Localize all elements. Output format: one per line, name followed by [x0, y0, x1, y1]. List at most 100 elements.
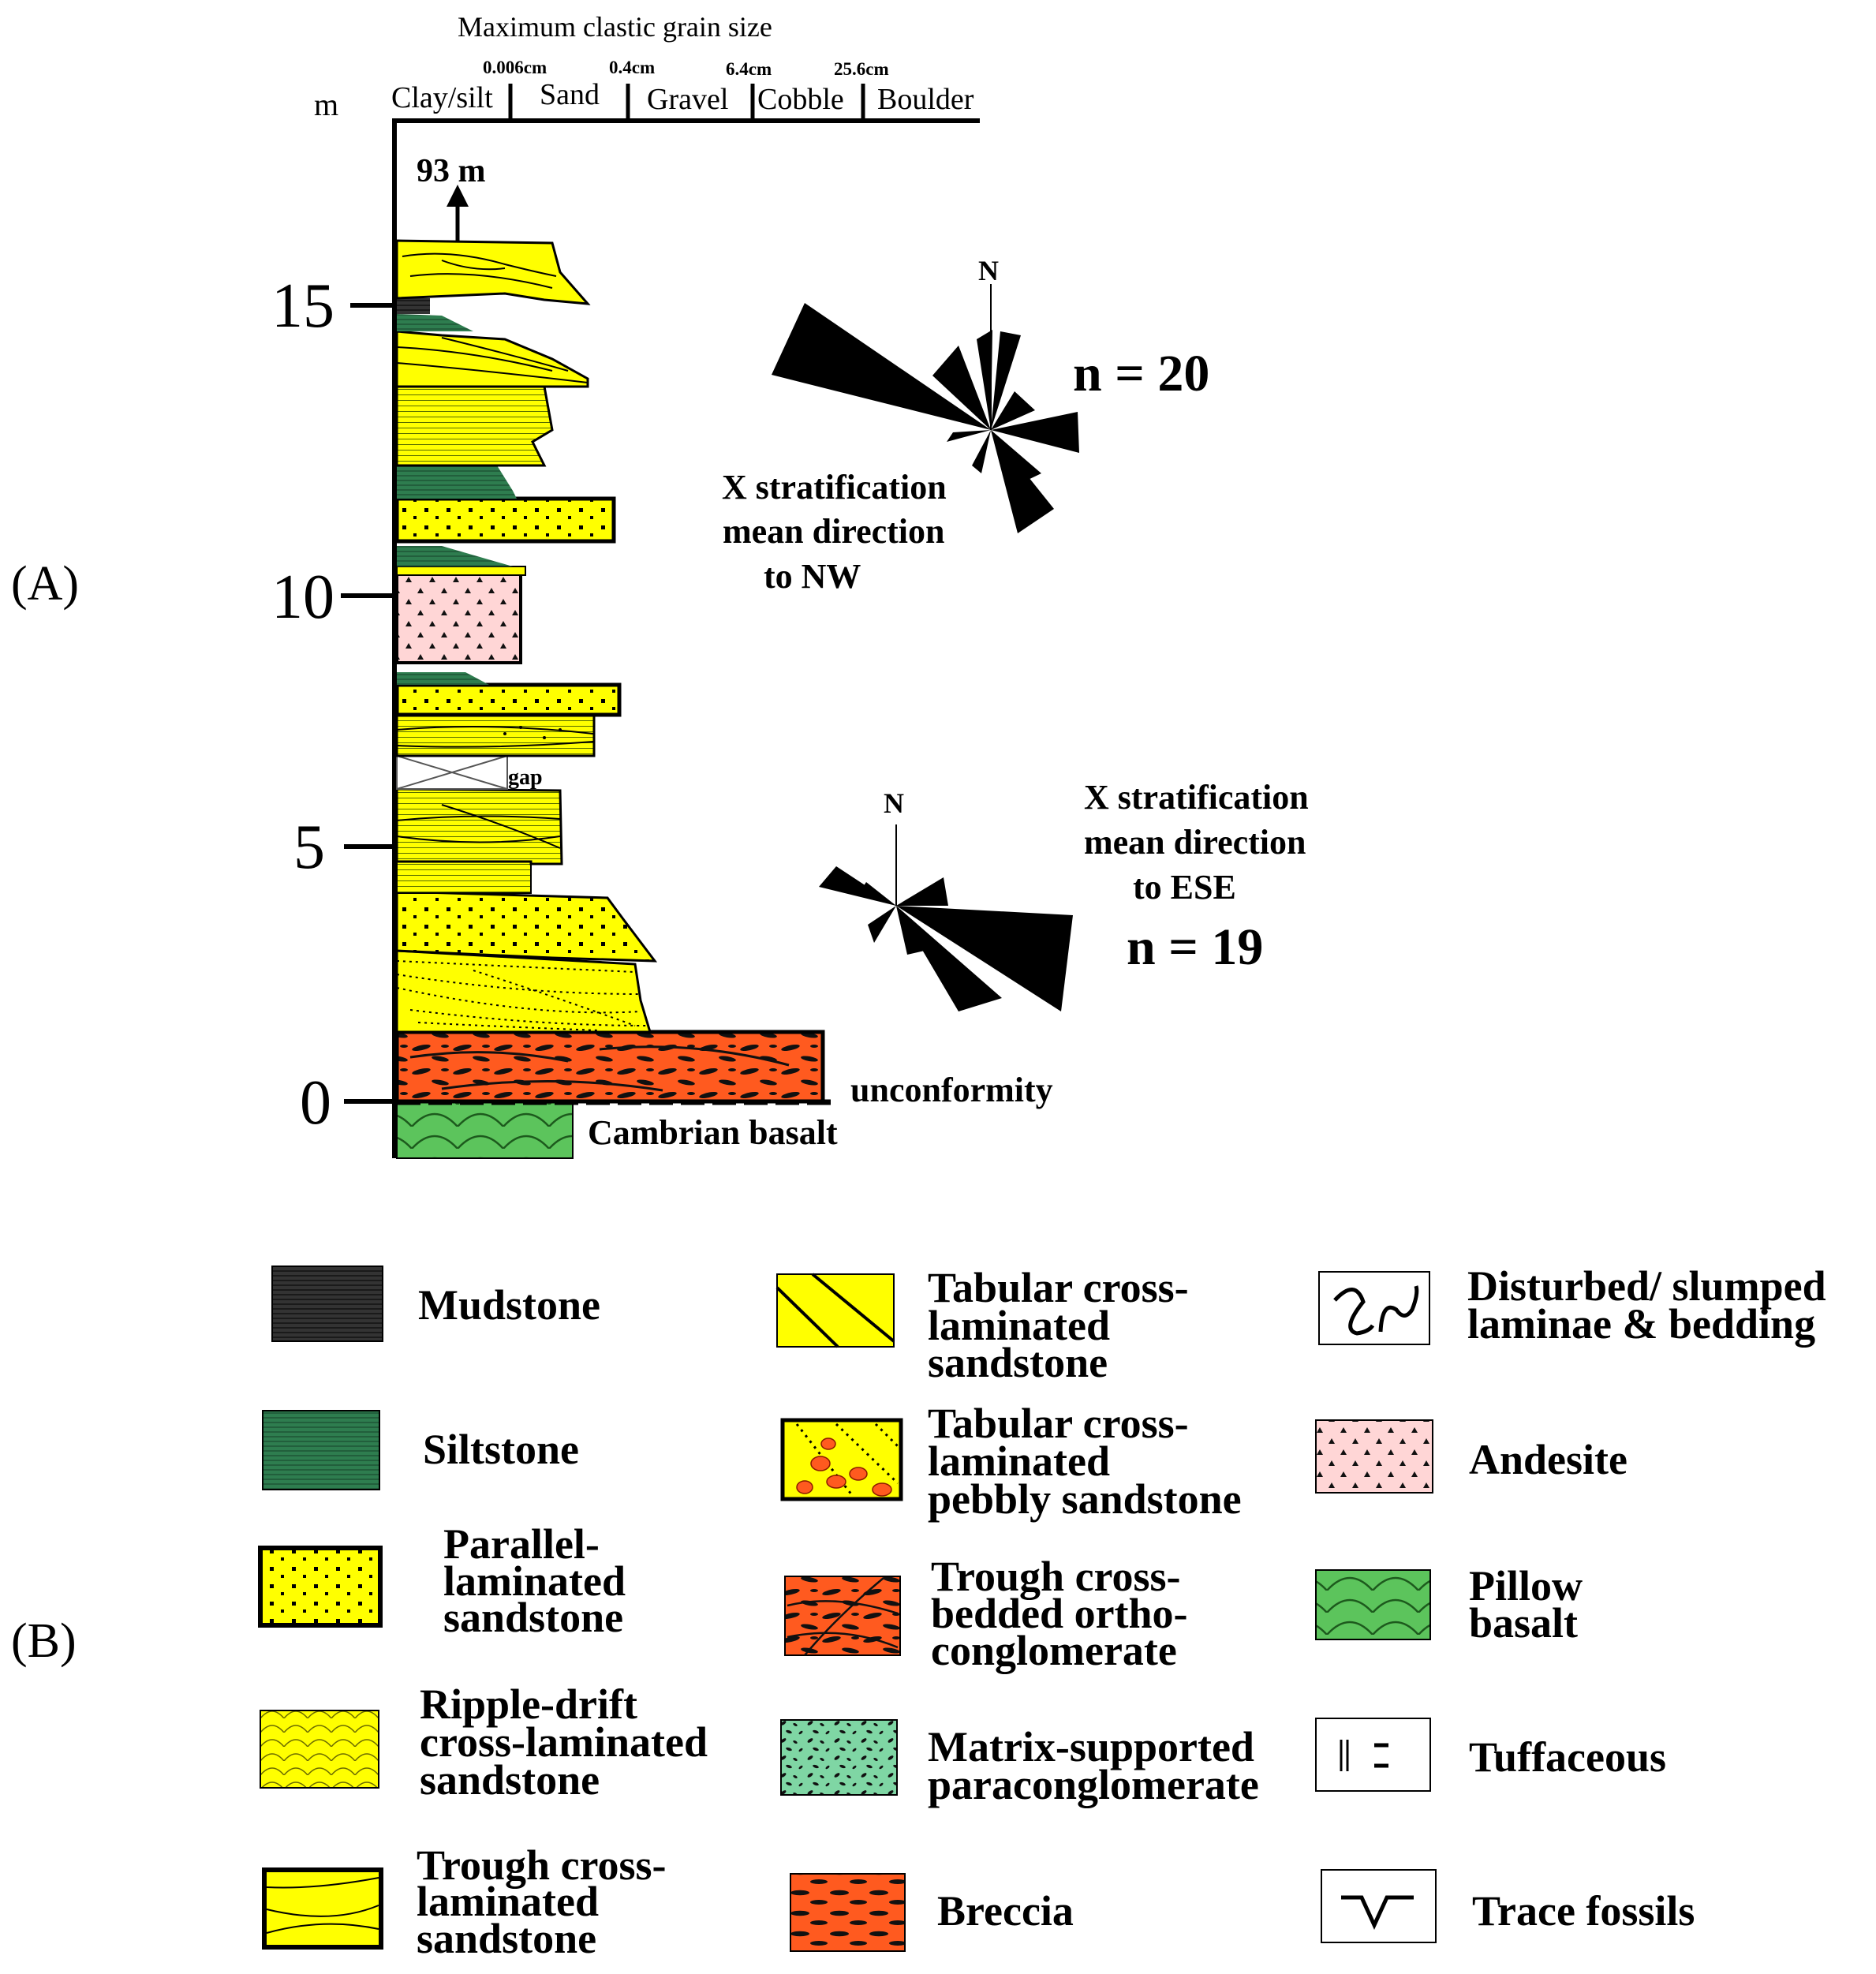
- grain-class-3: Cobble: [757, 83, 844, 116]
- depth-tick-15: 15: [271, 271, 334, 341]
- grain-class-0: Clay/silt: [391, 81, 493, 114]
- rose-lower-caption-3: to ESE: [1133, 868, 1236, 907]
- legend-label-ripple-3: sandstone: [420, 1756, 600, 1804]
- top-marker-label: 93 m: [417, 153, 486, 189]
- legend-item-parallel-sandstone: Parallel- laminated sandstone: [258, 1520, 626, 1641]
- legend-label-trace: Trace fossils: [1472, 1887, 1695, 1935]
- legend-item-trace-fossils: Trace fossils: [1321, 1869, 1695, 1943]
- depth-tick-5: 5: [293, 813, 325, 882]
- unit-label: m: [314, 87, 338, 122]
- legend-label-tabular-2: laminated: [928, 1302, 1110, 1349]
- bed-siltstone-thin-1: [397, 672, 489, 685]
- legend-label-tabular-3: sandstone: [928, 1339, 1108, 1386]
- legend-label-pebbly-3: pebbly sandstone: [928, 1475, 1242, 1523]
- legend-item-tabular-pebbly: Tabular cross- laminated pebbly sandston…: [780, 1400, 1242, 1523]
- rose-upper-caption-2: mean direction: [723, 512, 945, 551]
- grain-limit-1: 0.4cm: [609, 58, 655, 77]
- bed-parallel-sandstone-wedge: [395, 890, 658, 963]
- legend-label-pillow-2: basalt: [1469, 1599, 1578, 1647]
- depth-tick-10: 10: [271, 563, 334, 632]
- legend-label-tabular-1: Tabular cross-: [928, 1264, 1189, 1311]
- legend-item-ripple-drift: Ripple-drift cross-laminated sandstone: [260, 1681, 708, 1804]
- legend-item-tuffaceous: Tuffaceous: [1315, 1718, 1666, 1792]
- legend-label-parallel-1: Parallel-: [443, 1520, 600, 1568]
- legend-item-tabular-sandstone: Tabular cross- laminated sandstone: [775, 1264, 1189, 1386]
- legend-label-trough-sand-1: Trough cross-: [417, 1841, 667, 1889]
- bed-trough-conglomerate: [394, 1030, 825, 1104]
- grain-class-1: Sand: [540, 78, 600, 111]
- rose-diagram-lower: N X stratification mean direction to ESE…: [819, 778, 1309, 1011]
- lithologic-column: 15 10 5 0 93 m: [271, 118, 1053, 1159]
- bed-siltstone-3: [397, 314, 473, 331]
- legend-item-trough-conglomerate: Trough cross- bedded ortho- conglomerate: [784, 1553, 1188, 1674]
- legend-label-breccia: Breccia: [937, 1887, 1074, 1935]
- legend-label-trough-sand-3: sandstone: [417, 1915, 596, 1962]
- legend-label-trough-sand-2: laminated: [417, 1878, 599, 1925]
- grain-limit-3: 25.6cm: [834, 59, 889, 79]
- rose-upper-n-label: n = 20: [1073, 345, 1209, 402]
- grain-size-title: Maximum clastic grain size: [458, 11, 772, 43]
- rose-diagram-upper: N n = 20 X stratification mean direction…: [722, 255, 1209, 596]
- panel-label-b: (B): [11, 1614, 77, 1668]
- bed-trough-sandstone-15m: [395, 330, 589, 388]
- bed-cross-laminated-sandstone-lower: [395, 949, 652, 1034]
- bed-trough-sandstone-upper: [395, 385, 554, 467]
- legend-item-pillow-basalt: Pillow basalt: [1315, 1562, 1583, 1647]
- legend-label-ripple-2: cross-laminated: [420, 1718, 708, 1766]
- trace-fossil-icon: [1341, 1895, 1414, 1931]
- legend-item-breccia: Breccia: [790, 1873, 1074, 1952]
- bed-siltstone-wedge: [397, 546, 513, 566]
- legend-label-andesite: Andesite: [1469, 1436, 1627, 1483]
- base-label: Cambrian basalt: [588, 1113, 838, 1152]
- legend-label-disturbed-1: Disturbed/ slumped: [1467, 1262, 1826, 1310]
- rose-upper-caption-3: to NW: [764, 557, 861, 596]
- legend-label-pebbly-2: laminated: [928, 1438, 1110, 1485]
- legend-label-trough-cong-1: Trough cross-: [931, 1553, 1181, 1600]
- legend-label-matrix-2: paraconglomerate: [928, 1761, 1259, 1808]
- rose-upper-north: N: [978, 255, 999, 286]
- slump-icon: [1333, 1288, 1375, 1336]
- bed-sandstone-thin: [396, 566, 526, 576]
- legend-label-pebbly-1: Tabular cross-: [928, 1400, 1189, 1447]
- rose-lower-north: N: [884, 787, 904, 819]
- grain-limit-2: 6.4cm: [726, 59, 772, 79]
- grain-size-header: Maximum clastic grain size 0.006cm 0.4cm…: [314, 11, 980, 123]
- rose-lower-caption-2: mean direction: [1084, 823, 1306, 862]
- legend-item-disturbed: Disturbed/ slumped laminae & bedding: [1318, 1262, 1826, 1348]
- legend-label-tuffaceous: Tuffaceous: [1469, 1733, 1666, 1781]
- bed-mudstone: [397, 298, 430, 314]
- legend-label-mudstone: Mudstone: [418, 1281, 600, 1329]
- rose-lower-caption-1: X stratification: [1084, 778, 1309, 817]
- legend-item-matrix-paraconglomerate: Matrix-supported paraconglomerate: [780, 1719, 1259, 1808]
- rose-lower-n-label: n = 19: [1127, 918, 1263, 976]
- bed-parallel-laminated-sandstone: [396, 861, 532, 894]
- grain-limit-0: 0.006cm: [483, 58, 547, 77]
- bed-siltstone-2: [397, 458, 517, 499]
- gap-label: gap: [508, 765, 543, 790]
- legend-label-parallel-3: sandstone: [443, 1594, 623, 1641]
- bed-pebbly-sandstone: [395, 712, 596, 757]
- legend-label-parallel-2: laminated: [443, 1557, 626, 1605]
- depth-tick-0: 0: [300, 1068, 331, 1138]
- panel-label-a: (A): [11, 557, 79, 611]
- legend-label-ripple-1: Ripple-drift: [420, 1681, 637, 1728]
- legend-label-trough-cong-2: bedded ortho-: [931, 1590, 1188, 1637]
- legend-item-andesite: Andesite: [1315, 1419, 1627, 1494]
- legend-item-siltstone: Siltstone: [262, 1410, 579, 1490]
- bed-parallel-sandstone-2: [394, 682, 622, 717]
- legend-label-trough-cong-3: conglomerate: [931, 1627, 1177, 1674]
- bed-pillow-basalt: [396, 1101, 574, 1159]
- legend-label-disturbed-2: laminae & bedding: [1467, 1300, 1815, 1348]
- legend-item-mudstone: Mudstone: [271, 1266, 600, 1342]
- legend: Mudstone Siltstone Parallel- laminated s…: [258, 1262, 1826, 1962]
- bed-andesite: [395, 573, 522, 664]
- legend-label-siltstone: Siltstone: [423, 1426, 579, 1473]
- legend-item-trough-sandstone: Trough cross- laminated sandstone: [262, 1841, 667, 1962]
- grain-class-4: Boulder: [877, 83, 974, 116]
- bed-trough-sandstone-top: [395, 239, 591, 305]
- unconformity-label: unconformity: [850, 1071, 1053, 1109]
- rose-upper-caption-1: X stratification: [722, 468, 947, 507]
- legend-label-matrix-1: Matrix-supported: [928, 1723, 1254, 1770]
- bed-parallel-sandstone-3: [394, 496, 616, 544]
